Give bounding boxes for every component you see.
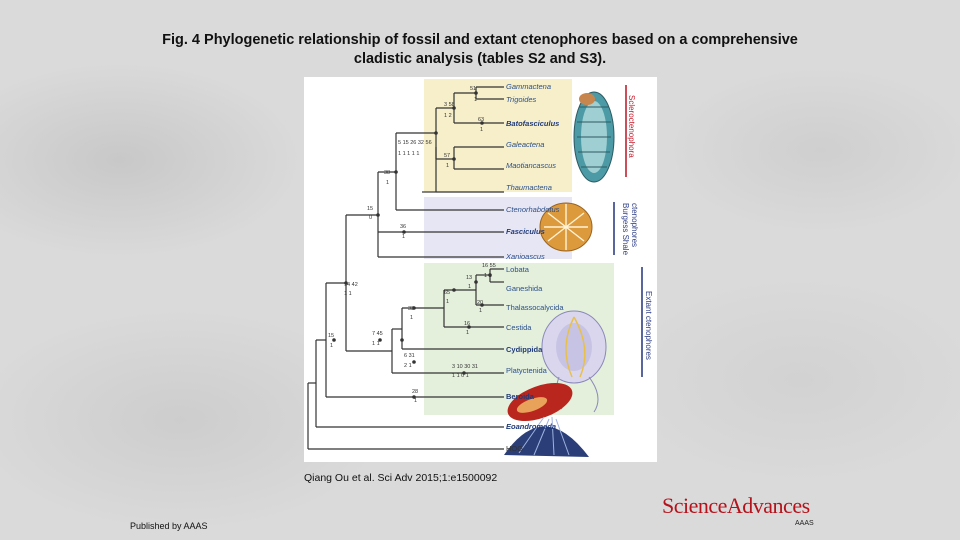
char-label: 51 [470, 86, 476, 92]
char-label: 13 [466, 275, 472, 281]
burgess-label-line2: ctenophores [630, 203, 639, 247]
taxon-label: Batofasciculus [506, 119, 559, 128]
char-label: 16 [464, 321, 470, 327]
figure-citation: Qiang Ou et al. Sci Adv 2015;1:e1500092 [304, 472, 498, 484]
char-label: 36 [400, 224, 406, 230]
scleroctenophora-label: Scleroctenophora [627, 95, 636, 158]
logo-aaas: AAAS [795, 520, 814, 527]
taxon-label: Thalassocalycida [506, 303, 564, 312]
taxon-label: Galeactena [506, 140, 544, 149]
taxon-label: Thaumactena [506, 183, 552, 192]
char-label: 1 1 [344, 291, 352, 297]
slide-title: Fig. 4 Phylogenetic relationship of foss… [162, 32, 798, 67]
char-label: 15 [367, 206, 373, 212]
char-label: 1 1 0 1 [452, 373, 469, 379]
char-label: 1 1 [372, 341, 380, 347]
phylogeny-figure: 51 1 3 58 1 2 63 1 5 15 26 32 56 1 1 1 1 1 5… [304, 77, 657, 462]
taxon-label: Lobata [506, 265, 530, 274]
char-label: 28 [412, 389, 418, 395]
taxon-label: Xanioascus [505, 252, 545, 261]
char-label: 16 55 [482, 263, 496, 269]
char-label: 1 [466, 330, 469, 336]
taxon-label: Eoandromeda [506, 422, 556, 431]
char-label: 1 2 [444, 113, 452, 119]
taxon-label: Maotiancascus [506, 161, 556, 170]
char-label: 3 58 [444, 102, 455, 108]
char-label: 15 [328, 333, 334, 339]
beroid-illustration [507, 382, 573, 422]
char-label: 1 [446, 163, 449, 169]
char-label: 6 31 [404, 353, 415, 359]
char-label: 1 [402, 234, 405, 240]
extant-label: Extant ctenophores [644, 291, 653, 360]
taxon-label: Gammactena [506, 82, 551, 91]
taxon-label: HOG [506, 444, 523, 453]
char-label: 7 45 [372, 331, 383, 337]
char-label: 1 [480, 127, 483, 133]
char-label: 33 [408, 306, 414, 312]
char-label: 1 1 [484, 273, 492, 279]
taxon-label: Fasciculus [506, 227, 545, 236]
char-label: 2 1 [404, 363, 412, 369]
char-label: 3 10 30 31 [452, 364, 478, 370]
taxon-label: Ctenorhabdotus [506, 205, 560, 214]
cladogram: 51 1 3 58 1 2 63 1 5 15 26 32 56 1 1 1 1 1 5… [307, 79, 653, 457]
scleroctenophore-illustration [573, 91, 615, 183]
char-label: 1 [474, 97, 477, 103]
character-dots [332, 91, 492, 399]
char-label: 0 [369, 215, 372, 221]
publisher-note: Published by AAAS [130, 521, 208, 531]
char-label: 57 [444, 153, 450, 159]
taxon-label: Ganeshida [506, 284, 543, 293]
burgess-ctenophore-illustration [539, 202, 593, 252]
taxon-label: Trigoides [506, 95, 537, 104]
taxon-label: Cydippida [506, 345, 543, 354]
science-advances-logo: ScienceAdvances AAAS [662, 493, 832, 529]
char-label: 1 [386, 180, 389, 186]
char-label: 65 [444, 290, 450, 296]
char-label: 1 [479, 308, 482, 314]
char-label: 5 15 26 32 56 [398, 140, 432, 146]
char-label: 38 [384, 170, 390, 176]
char-label: 1 [446, 299, 449, 305]
char-label: 1 [468, 284, 471, 290]
taxon-label: Cestida [506, 323, 532, 332]
char-label: 20 [477, 300, 483, 306]
burgess-label-line1: Burgess Shale [621, 203, 630, 256]
logo-advances: Advances [726, 493, 810, 518]
char-label: 14 42 [344, 282, 358, 288]
eoandromeda-illustration [504, 416, 589, 457]
char-label: 1 1 1 1 1 [398, 151, 419, 157]
char-label: 1 [330, 343, 333, 349]
taxon-label: Beroida [506, 392, 535, 401]
cydippid-illustration [541, 310, 607, 413]
taxon-label: Platyctenida [506, 366, 548, 375]
char-label: 1 [410, 315, 413, 321]
logo-science: Science [662, 493, 727, 518]
char-label: 1 [414, 398, 417, 404]
char-label: 63 [478, 117, 484, 123]
scleroctenophora-box [424, 79, 572, 192]
